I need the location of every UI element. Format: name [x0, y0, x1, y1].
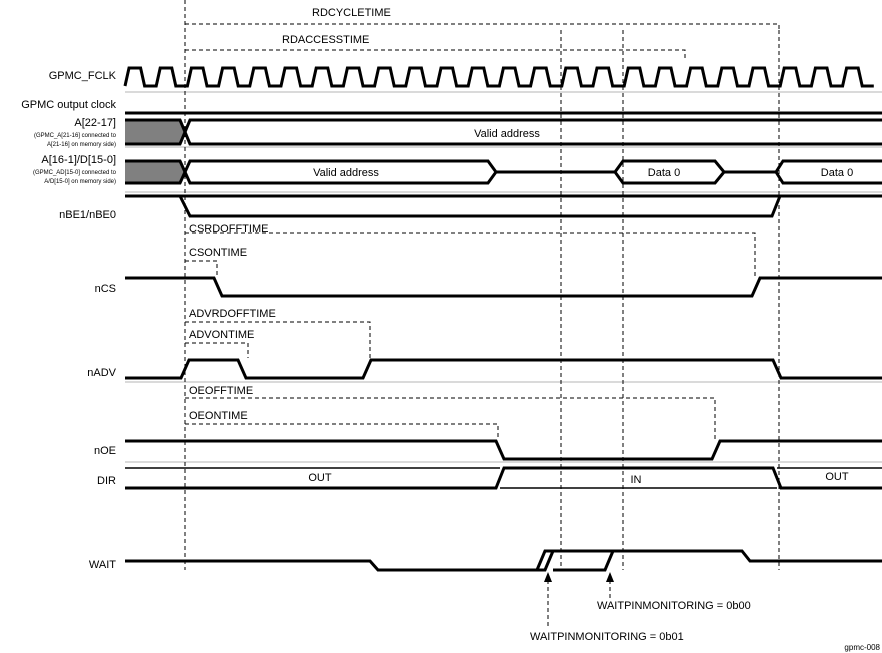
wait-monitor-arrows — [544, 572, 614, 628]
nbe-label: nBE1/nBE0 — [59, 209, 116, 221]
rdcycletime-label: RDCYCLETIME — [312, 7, 391, 19]
oeofftime-label: OEOFFTIME — [189, 385, 253, 397]
wait-waveform — [125, 549, 882, 572]
noe-label: nOE — [94, 445, 116, 457]
addr-data-data0-first: Data 0 — [648, 167, 680, 179]
figure-id: gpmc-008 — [844, 643, 880, 652]
csrdofftime-label: CSRDOFFTIME — [189, 223, 268, 235]
addr-data-waveform — [125, 159, 882, 185]
addr-high-waveform — [125, 118, 882, 146]
dir-in: IN — [631, 474, 642, 486]
addr-data-valid-address: Valid address — [313, 167, 379, 179]
rdaccesstime-label: RDACCESSTIME — [282, 34, 369, 46]
nbe-waveform — [125, 194, 882, 218]
row-separators — [125, 91, 882, 463]
addr-data-data0-second: Data 0 — [821, 167, 853, 179]
dir-out-second: OUT — [825, 471, 849, 483]
noe-waveform — [125, 439, 882, 461]
ncs-label: nCS — [95, 283, 116, 295]
wait-b00-label: WAITPINMONITORING = 0b00 — [597, 600, 751, 612]
advrdofftime-label: ADVRDOFFTIME — [189, 308, 276, 320]
addr-high-value: Valid address — [474, 128, 540, 140]
wait-label: WAIT — [89, 559, 116, 571]
addr-high-label: A[22-17] — [74, 117, 116, 129]
addr-high-note-1: (GPMC_A[21-16] connected to — [34, 133, 117, 139]
dir-label: DIR — [97, 475, 116, 487]
fclk-label: GPMC_FCLK — [49, 70, 117, 82]
nadv-waveform — [125, 358, 882, 380]
addr-data-note-2: A/D[15-0] on memory side) — [44, 179, 116, 185]
timing-brackets: RDCYCLETIME RDACCESSTIME CSRDOFFTIME CSO… — [185, 7, 780, 440]
ncs-waveform — [125, 276, 882, 298]
dir-out-first: OUT — [308, 472, 332, 484]
advontime-label: ADVONTIME — [189, 329, 254, 341]
wait-b01-label: WAITPINMONITORING = 0b01 — [530, 631, 684, 643]
addr-high-note-2: A[21-16] on memory side) — [47, 142, 116, 148]
addr-data-note-1: (GPMC_AD[15-0] connected to — [33, 170, 117, 176]
addr-data-label: A[16-1]/D[15-0] — [41, 154, 116, 166]
fclk-waveform — [123, 66, 874, 88]
csontime-label: CSONTIME — [189, 247, 247, 259]
output-clock-label: GPMC output clock — [21, 99, 116, 111]
nadv-label: nADV — [87, 367, 116, 379]
dir-waveform — [125, 466, 882, 490]
oeontime-label: OEONTIME — [189, 410, 248, 422]
